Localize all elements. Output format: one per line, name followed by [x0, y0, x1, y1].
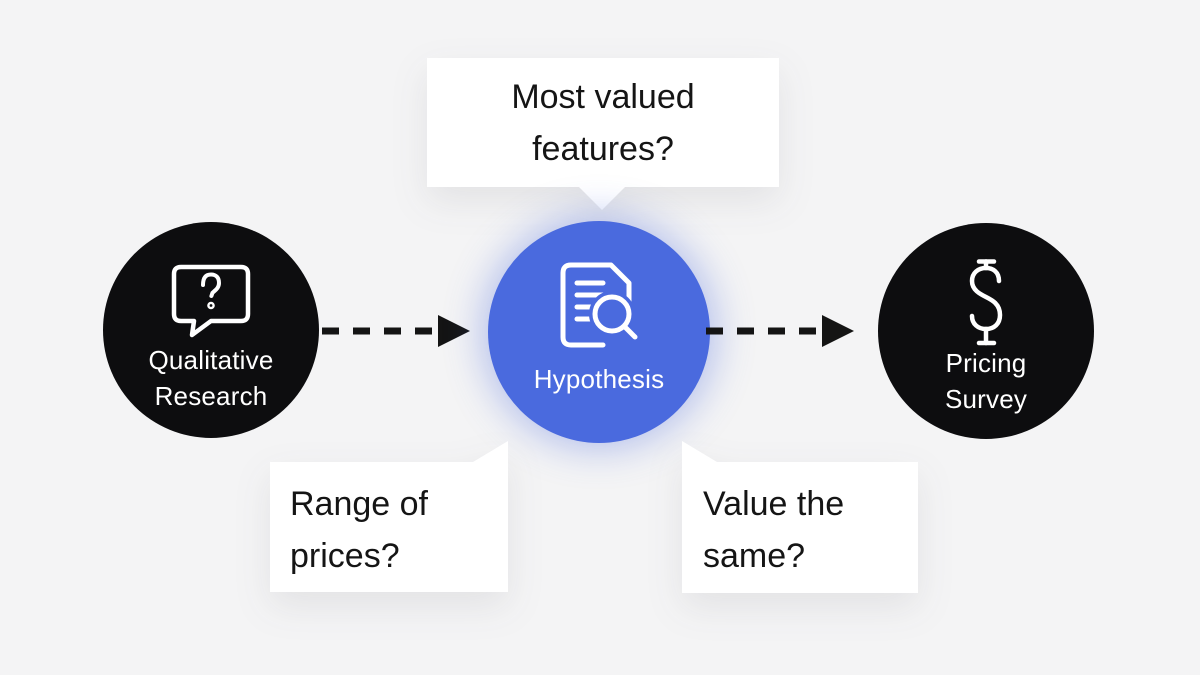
node-pricing-survey-label: Pricing Survey — [878, 345, 1094, 417]
node-qualitative-research-label: Qualitative Research — [103, 342, 319, 414]
callout-bottom-right-line1: Value the — [703, 485, 845, 523]
node-label-line2: Survey — [944, 384, 1028, 414]
callout-bubble: Value the same? — [682, 441, 918, 593]
dollar-sign-icon — [964, 259, 1008, 352]
callout-top-line1: Most valued — [511, 78, 695, 116]
node-pricing-survey: Pricing Survey — [878, 223, 1094, 439]
document-search-icon — [551, 257, 647, 356]
callout-bottom-left-line1: Range of — [290, 485, 428, 523]
node-label-line1: Hypothesis — [533, 364, 665, 394]
question-speech-bubble-icon — [171, 264, 251, 343]
callout-bottom-left-line2: prices? — [290, 537, 400, 575]
node-label-line2: Research — [154, 381, 268, 411]
node-qualitative-research: Qualitative Research — [103, 222, 319, 438]
callout-most-valued-features: Most valued features? — [427, 58, 779, 210]
callout-bubble: Most valued features? — [427, 58, 779, 210]
callout-range-of-prices: Range of prices? — [270, 441, 508, 592]
arrow-qualitative-to-hypothesis — [320, 313, 472, 354]
callout-bottom-right-line2: same? — [703, 537, 806, 575]
node-label-line1: Qualitative — [148, 345, 274, 375]
node-hypothesis: Hypothesis — [488, 221, 710, 443]
callout-top-line2: features? — [532, 130, 674, 168]
node-hypothesis-label: Hypothesis — [488, 361, 710, 397]
callout-bubble: Range of prices? — [270, 441, 508, 592]
arrow-hypothesis-to-pricing — [704, 313, 856, 354]
callout-value-the-same: Value the same? — [682, 441, 918, 593]
node-label-line1: Pricing — [945, 348, 1027, 378]
